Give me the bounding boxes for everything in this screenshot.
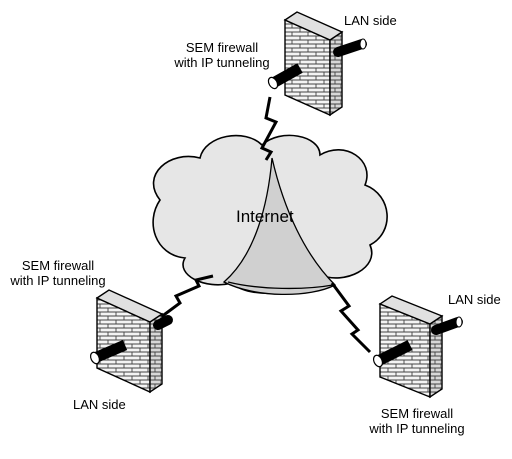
firewall-label-line1: SEM firewall	[380, 406, 454, 421]
firewall-label-right: SEM firewall with IP tunneling	[362, 406, 472, 436]
firewall-top	[267, 11, 367, 117]
lan-side-label-top: LAN side	[344, 13, 397, 28]
firewall-right	[372, 295, 463, 399]
lan-side-label-left: LAN side	[73, 397, 126, 412]
firewall-label-line1: SEM firewall	[185, 40, 259, 55]
tunnel-pipe-icon	[372, 340, 413, 368]
firewall-label-line2: with IP tunneling	[174, 55, 270, 70]
internet-cloud	[152, 134, 388, 296]
firewall-left	[89, 289, 173, 394]
lan-side-label-right: LAN side	[448, 292, 501, 307]
internet-label: Internet	[236, 207, 294, 226]
firewall-label-line1: SEM firewall	[21, 258, 95, 273]
firewall-label-left: SEM firewall with IP tunneling	[4, 258, 112, 288]
firewall-label-line2: with IP tunneling	[10, 273, 106, 288]
lan-pipe-icon	[89, 339, 128, 365]
firewall-label-top: SEM firewall with IP tunneling	[162, 40, 282, 70]
lan-pipe-icon	[333, 38, 367, 57]
lightning-icon	[259, 96, 279, 161]
lightning-icon	[156, 274, 214, 322]
firewall-label-line2: with IP tunneling	[369, 421, 465, 436]
tunnel-pipe-icon	[267, 63, 303, 90]
lightning-icon	[330, 282, 372, 354]
lan-pipe-icon	[431, 316, 463, 335]
tunnel-pipe-icon	[153, 315, 173, 330]
